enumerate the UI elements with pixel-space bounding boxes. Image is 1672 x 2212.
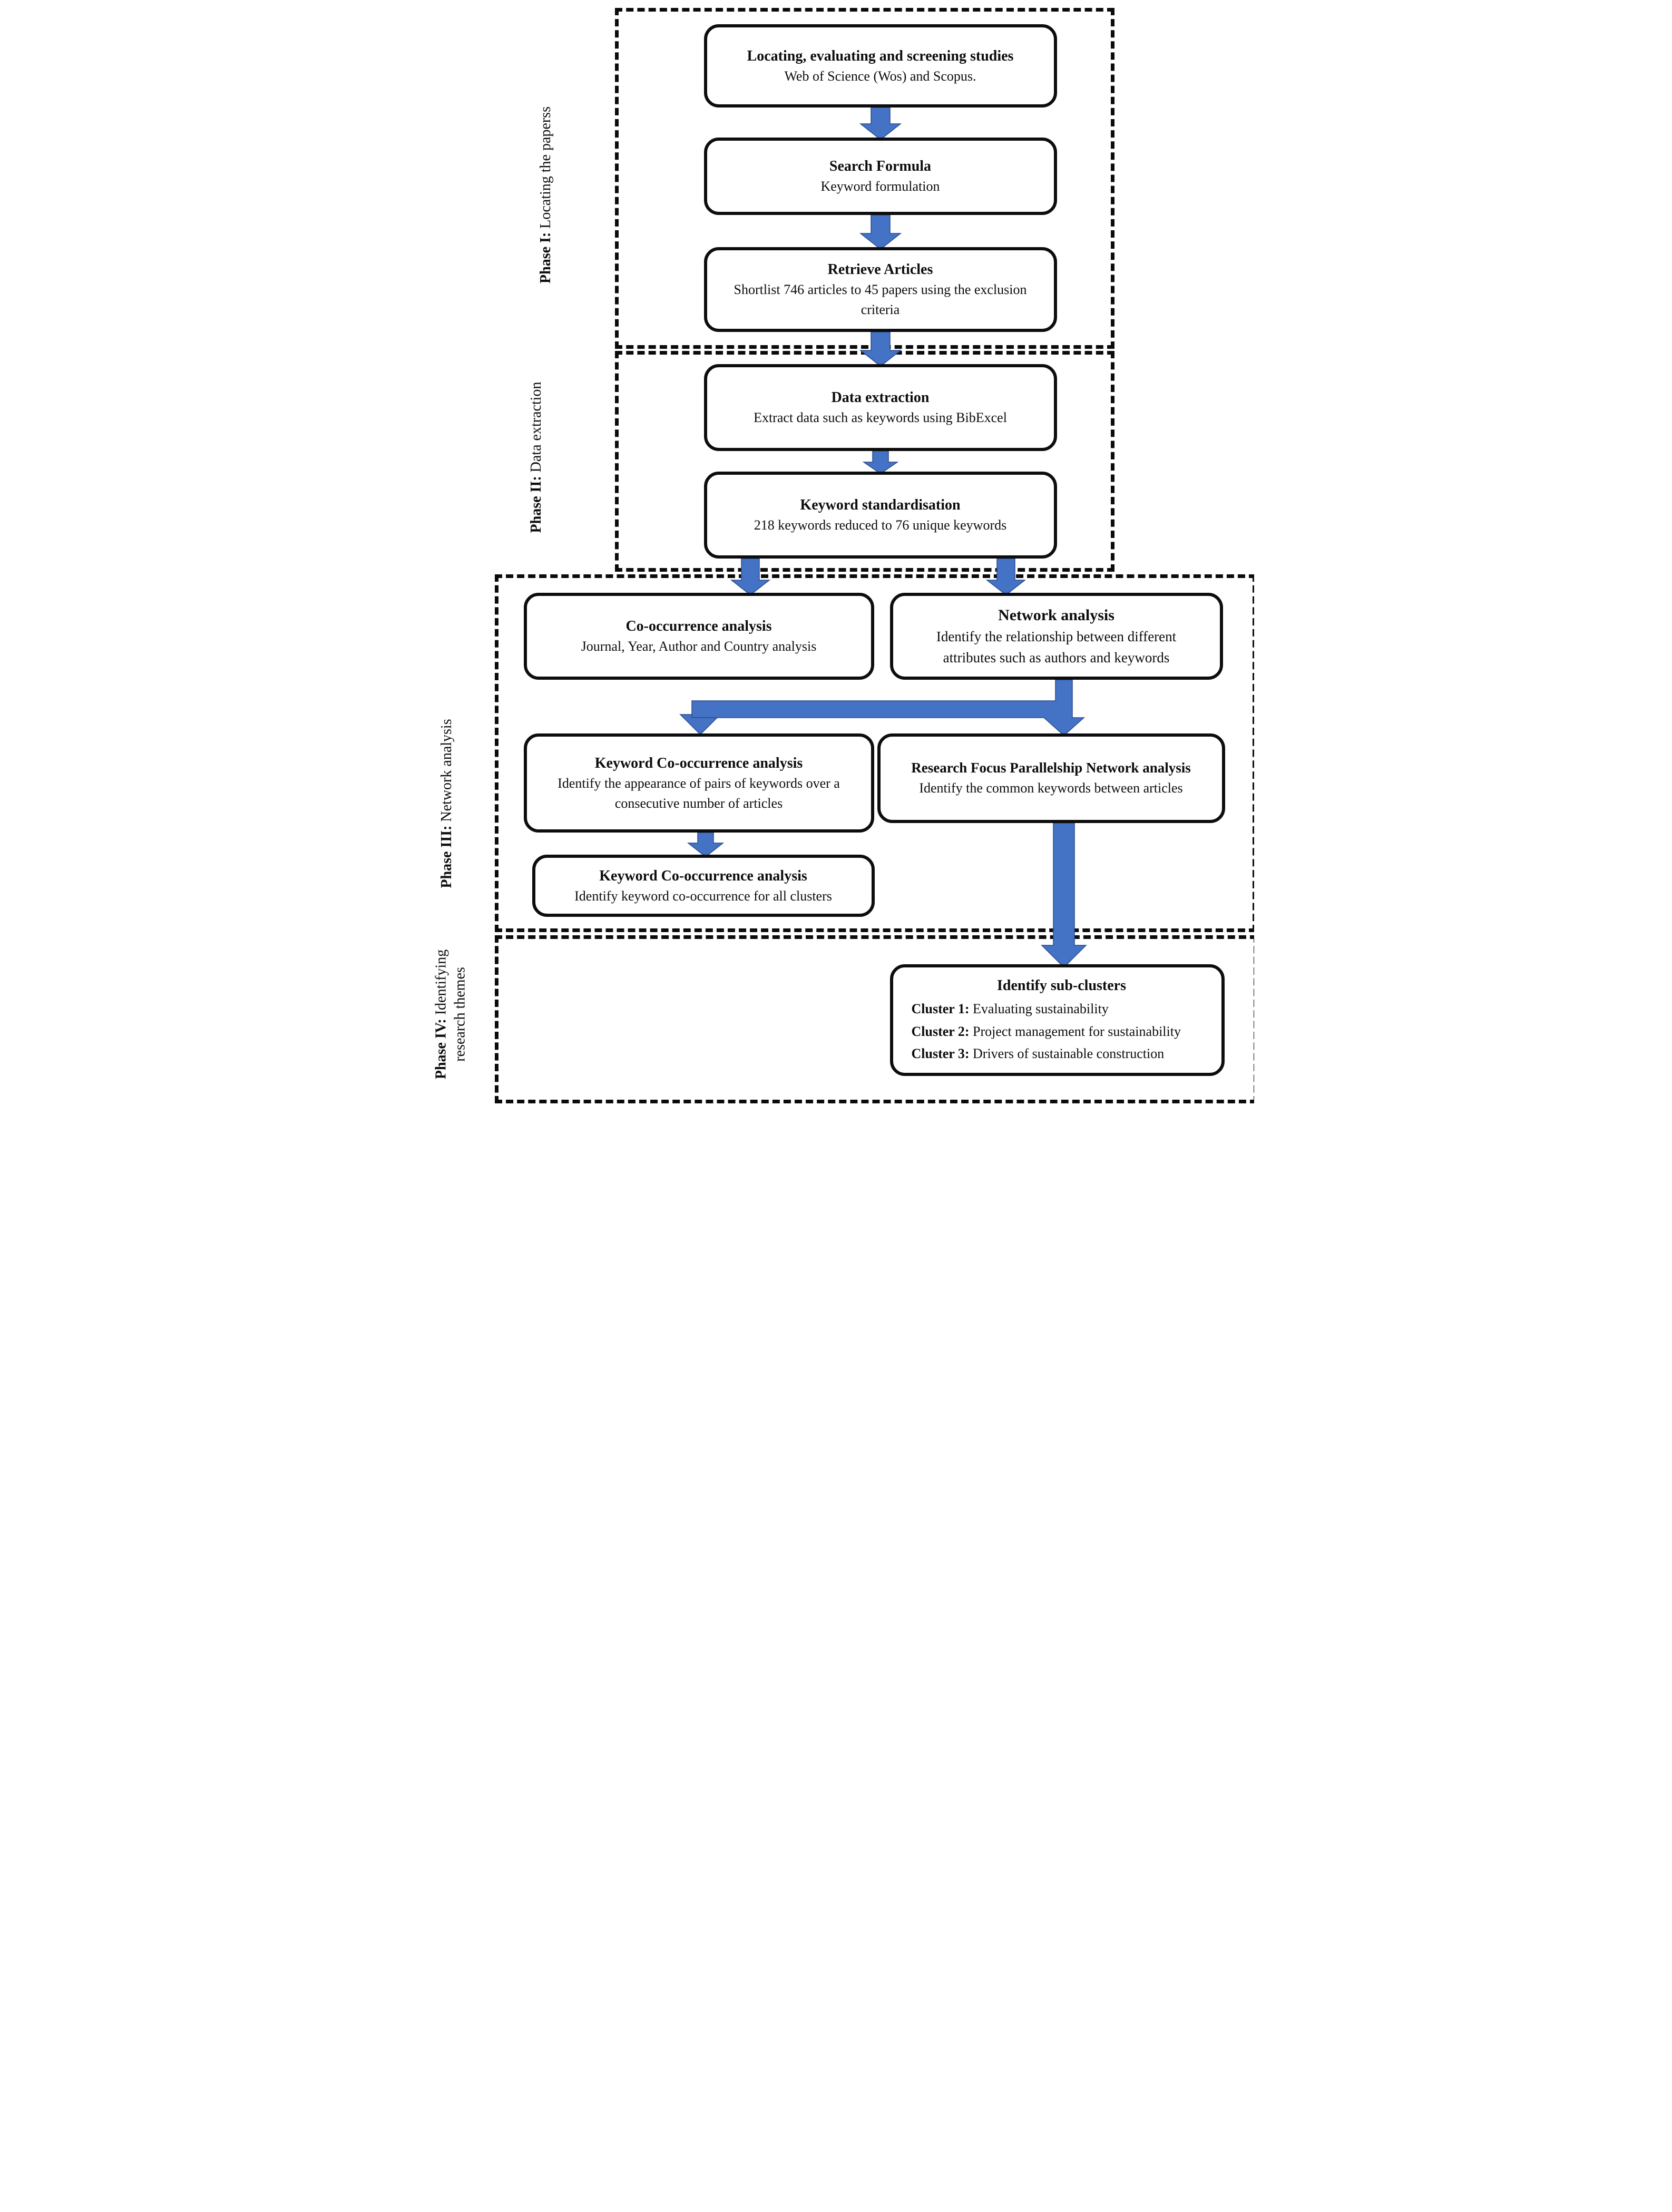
node-search-formula-title: Search Formula bbox=[829, 158, 932, 175]
node-search-formula: Search Formula Keyword formulation bbox=[703, 138, 1057, 215]
phase4-frame bbox=[494, 935, 1254, 1103]
node-locating-subtitle: Web of Science (Wos) and Scopus. bbox=[784, 68, 976, 84]
cluster-3-text: Drivers of sustainable construction bbox=[969, 1045, 1165, 1061]
node-retrieve-subtitle: Shortlist 746 articles to 45 papers usin… bbox=[734, 282, 1027, 318]
node-cooccurrence-subtitle: Journal, Year, Author and Country analys… bbox=[581, 639, 817, 654]
node-keyword-standardisation-title: Keyword standardisation bbox=[800, 497, 961, 514]
node-network-analysis: Network analysis Identify the relationsh… bbox=[889, 593, 1223, 680]
node-research-focus-title: Research Focus Parallelship Network anal… bbox=[911, 760, 1191, 776]
cluster-1-line: Cluster 1: Evaluating sustainability bbox=[912, 998, 1212, 1020]
node-keyword-cooccurrence-clusters: Keyword Co-occurrence analysis Identify … bbox=[532, 855, 875, 917]
node-search-formula-subtitle: Keyword formulation bbox=[820, 179, 940, 194]
cluster-1-text: Evaluating sustainability bbox=[969, 1001, 1109, 1017]
node-keyword-cooccurrence-title: Keyword Co-occurrence analysis bbox=[594, 755, 803, 771]
arrow-network-tee-connector-icon bbox=[691, 679, 1085, 737]
arrow-keywordcooc-to-clusters-icon bbox=[687, 832, 724, 857]
phase1-frame bbox=[614, 8, 1114, 349]
cluster-1-label: Cluster 1: bbox=[911, 1001, 970, 1017]
node-research-focus-parallelship: Research Focus Parallelship Network anal… bbox=[877, 733, 1225, 823]
node-data-extraction-title: Data extraction bbox=[831, 389, 930, 406]
node-data-extraction: Data extraction Extract data such as key… bbox=[703, 364, 1057, 451]
node-cooccurrence-analysis: Co-occurrence analysis Journal, Year, Au… bbox=[523, 593, 874, 680]
node-keyword-cooccurrence-clusters-title: Keyword Co-occurrence analysis bbox=[599, 867, 807, 884]
cluster-2-text: Project management for sustainability bbox=[969, 1023, 1181, 1039]
connector-arrows-layer bbox=[679, 107, 1087, 968]
node-locating-studies: Locating, evaluating and screening studi… bbox=[703, 24, 1057, 107]
node-keyword-standardisation: Keyword standardisation 218 keywords red… bbox=[703, 472, 1057, 559]
node-network-subtitle: Identify the relationship between differ… bbox=[936, 629, 1177, 665]
node-keyword-standardisation-subtitle: 218 keywords reduced to 76 unique keywor… bbox=[754, 517, 1007, 533]
arrow-search-to-retrieve-icon bbox=[859, 214, 902, 250]
arrow-retrieve-to-dataextraction-icon bbox=[859, 331, 902, 367]
node-identify-subclusters: Identify sub-clusters Cluster 1: Evaluat… bbox=[889, 964, 1225, 1076]
node-keyword-cooccurrence-analysis: Keyword Co-occurrence analysis Identify … bbox=[523, 733, 874, 833]
node-network-title: Network analysis bbox=[998, 606, 1114, 624]
arrow-standardisation-to-cooccurrence-icon bbox=[730, 558, 770, 595]
arrow-standardisation-to-network-icon bbox=[985, 558, 1026, 595]
node-subclusters-title: Identify sub-clusters bbox=[996, 977, 1126, 994]
node-locating-title: Locating, evaluating and screening studi… bbox=[747, 47, 1014, 64]
cluster-2-line: Cluster 2: Project management for sustai… bbox=[912, 1021, 1212, 1043]
node-research-focus-subtitle: Identify the common keywords between art… bbox=[919, 780, 1183, 796]
arrow-researchfocus-to-subclusters-icon bbox=[1040, 823, 1087, 968]
node-keyword-cooccurrence-subtitle: Identify the appearance of pairs of keyw… bbox=[558, 775, 840, 811]
node-data-extraction-subtitle: Extract data such as keywords using BibE… bbox=[754, 410, 1007, 426]
cluster-2-label: Cluster 2: bbox=[911, 1023, 970, 1039]
node-retrieve-articles: Retrieve Articles Shortlist 746 articles… bbox=[703, 247, 1057, 332]
node-cooccurrence-title: Co-occurrence analysis bbox=[625, 618, 772, 635]
phase3-frame bbox=[494, 574, 1254, 932]
node-keyword-cooccurrence-clusters-subtitle: Identify keyword co-occurrence for all c… bbox=[574, 888, 832, 904]
node-retrieve-title: Retrieve Articles bbox=[827, 261, 933, 278]
cluster-3-label: Cluster 3: bbox=[911, 1045, 970, 1061]
flowchart-canvas: Phase I: Locating the paperss Phase II: … bbox=[418, 0, 1254, 1106]
arrow-dataextraction-to-standardisation-icon bbox=[862, 451, 898, 474]
arrow-locating-to-search-icon bbox=[859, 107, 902, 140]
cluster-3-line: Cluster 3: Drivers of sustainable constr… bbox=[912, 1043, 1212, 1065]
